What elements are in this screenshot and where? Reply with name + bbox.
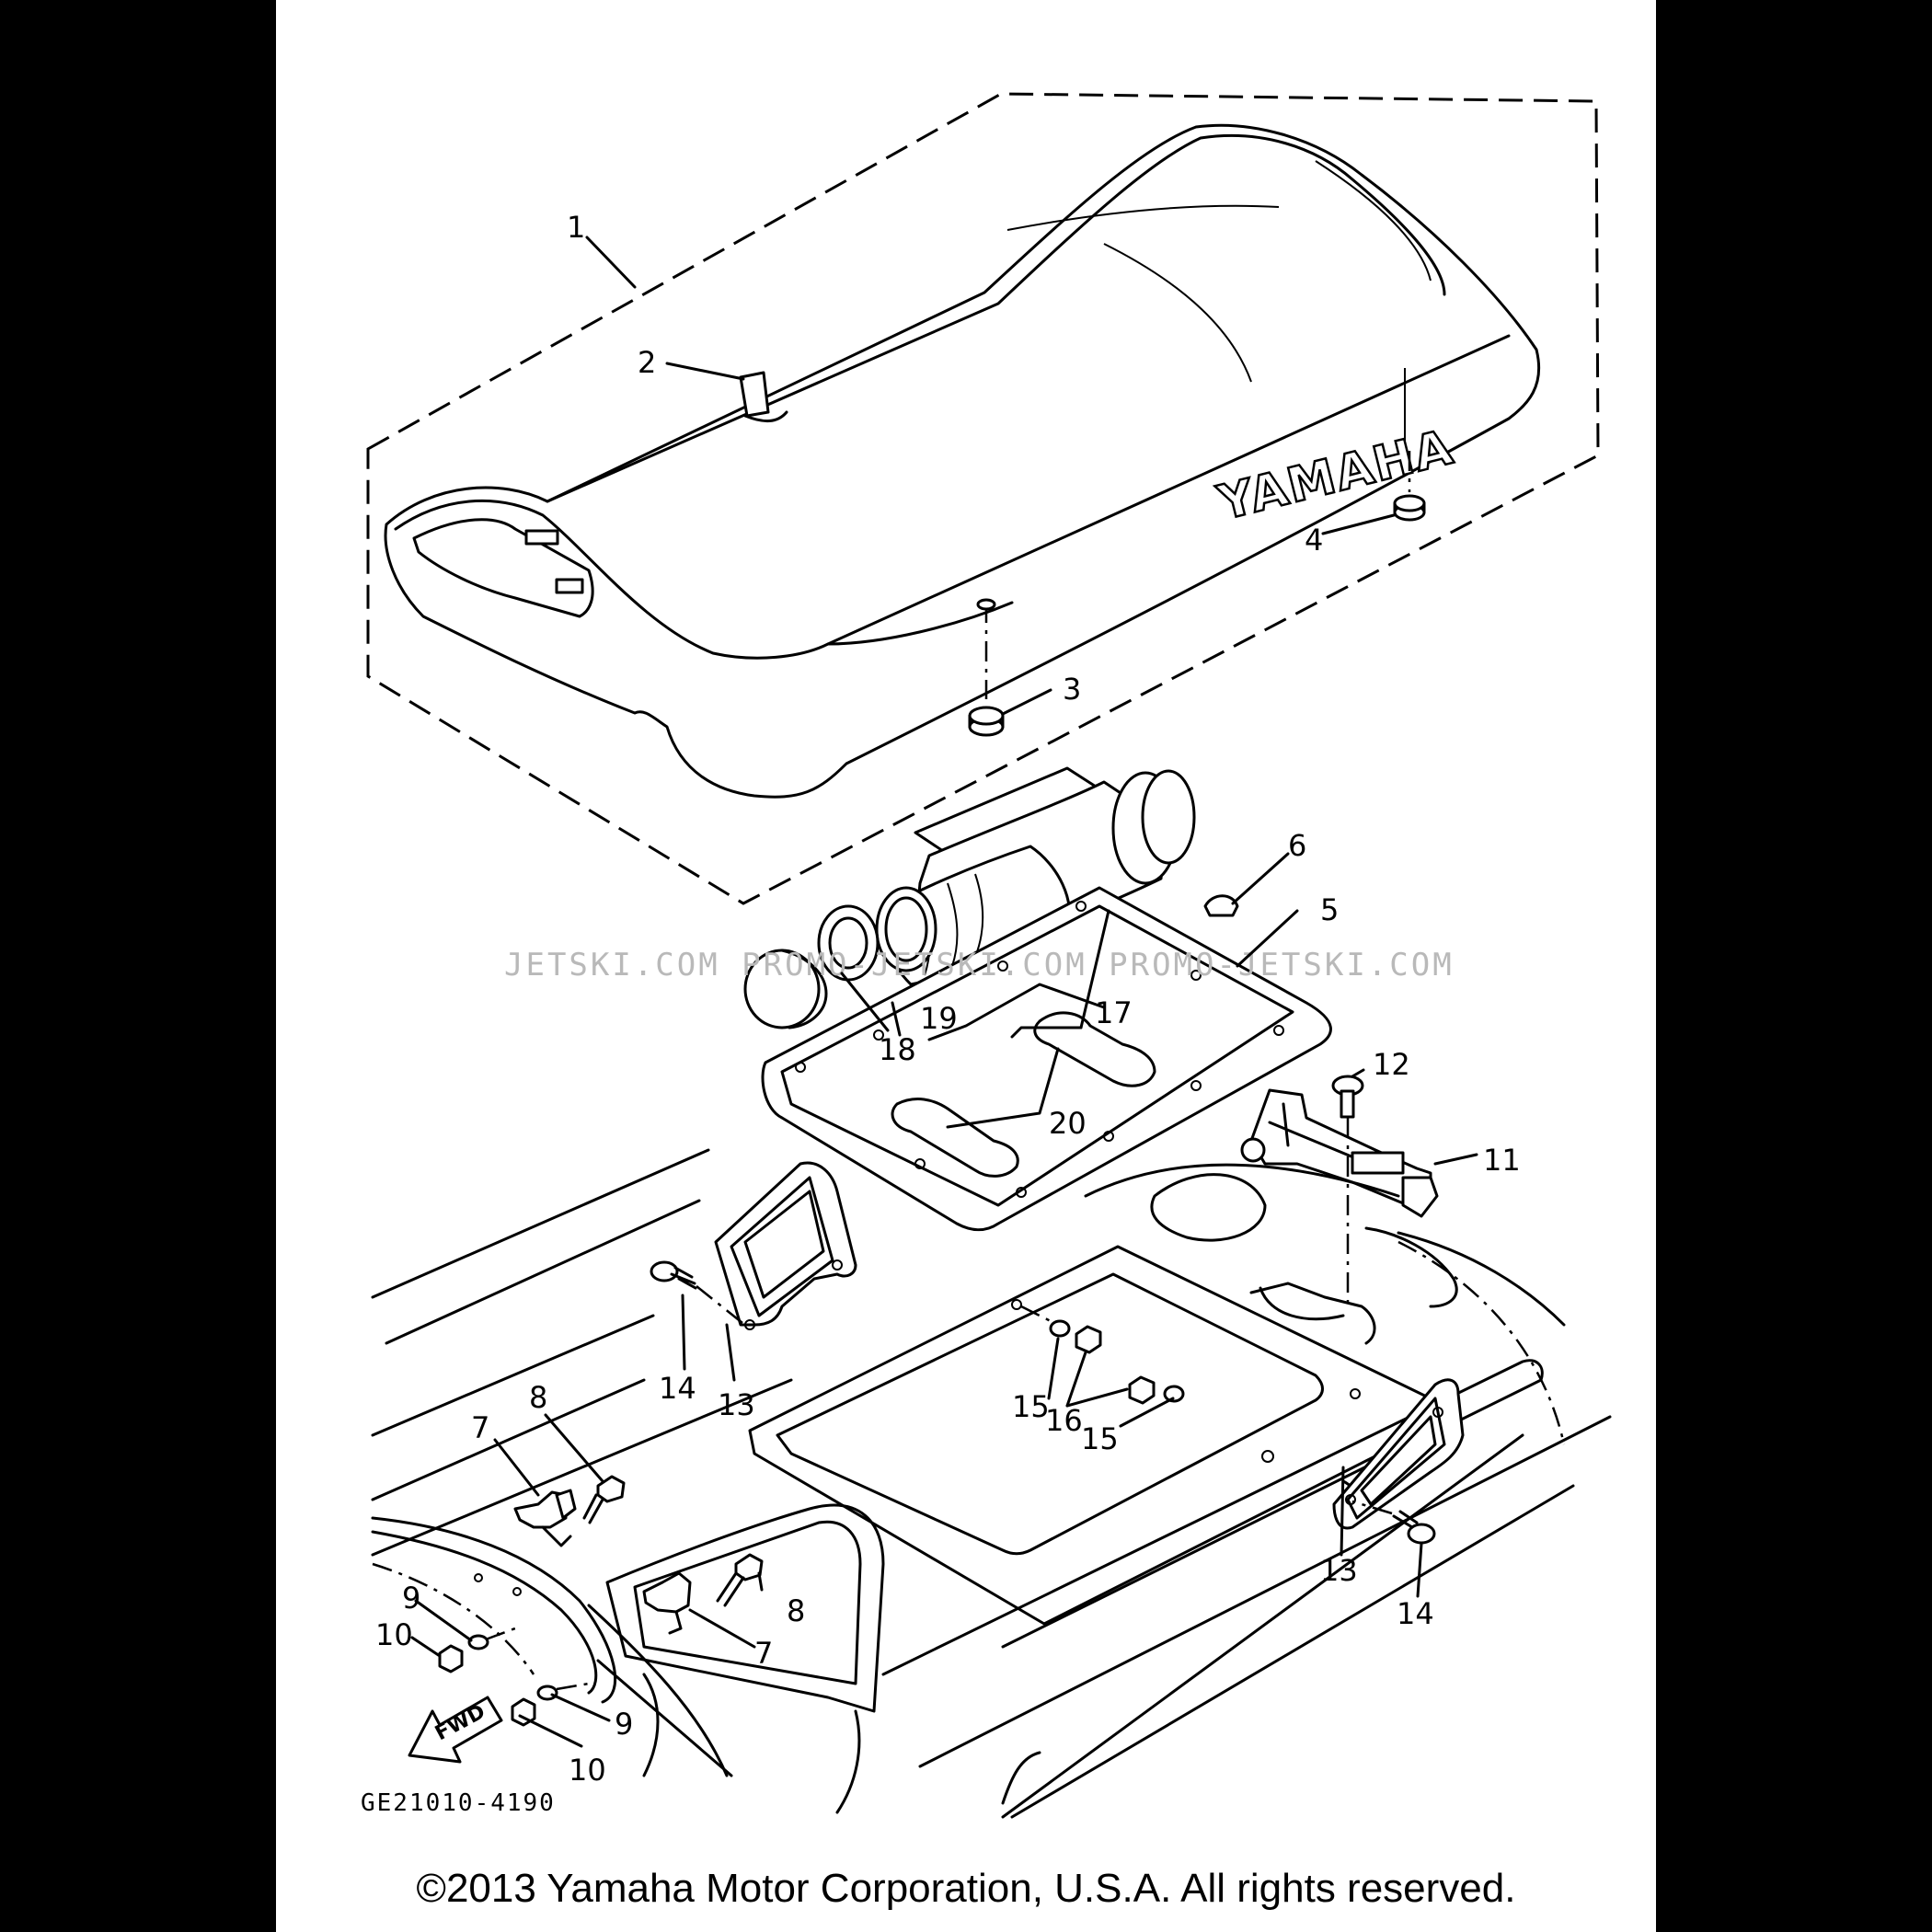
bolt-8-upper — [582, 1475, 626, 1524]
damper-4 — [1393, 494, 1426, 522]
callout-19: 19 — [920, 1001, 958, 1036]
screw-14-left — [650, 1260, 748, 1328]
callout-10-right: 10 — [569, 1753, 606, 1788]
grab-handle-13-left — [714, 1161, 857, 1330]
nut-10-right — [511, 1697, 536, 1727]
callout-9-left: 9 — [402, 1581, 420, 1616]
hatch-cover-plate — [761, 886, 1332, 1232]
watermark: JETSKI.COM PROMO-JETSKI.COM PROMO-JETSKI… — [504, 947, 1455, 983]
damper-3 — [968, 706, 1005, 737]
seat — [384, 123, 1541, 799]
callout-8-lower: 8 — [787, 1593, 805, 1628]
nut-10-left — [438, 1644, 464, 1673]
deck-hatch-round — [1150, 1173, 1267, 1242]
callout-10-left: 10 — [375, 1617, 413, 1652]
washer-9-right — [536, 1685, 558, 1701]
callout-20: 20 — [1049, 1106, 1087, 1141]
washer-15-a — [1049, 1319, 1071, 1338]
grab-handle-13-right — [1332, 1378, 1465, 1530]
latch-assembly-11 — [1240, 1088, 1439, 1218]
callout-18: 18 — [879, 1032, 916, 1067]
callout-3: 3 — [1063, 672, 1081, 707]
clip-6 — [1203, 894, 1239, 917]
callout-15-left: 15 — [1012, 1389, 1050, 1424]
callout-16: 16 — [1045, 1403, 1083, 1438]
callout-4: 4 — [1305, 523, 1323, 558]
bolt-12 — [1331, 1075, 1364, 1306]
callout-7-upper: 7 — [471, 1410, 489, 1445]
forward-direction-arrow: FWD — [408, 1696, 503, 1764]
cap-18 — [743, 949, 828, 1029]
washer-15-b — [1163, 1385, 1185, 1403]
bracket-7-upper — [513, 1489, 577, 1547]
screw-14-right — [1351, 1500, 1436, 1545]
nut-16-b — [1128, 1375, 1156, 1405]
seat-latch-striker — [524, 529, 559, 546]
callout-6: 6 — [1288, 828, 1306, 863]
storage-container — [875, 766, 1196, 986]
callout-12: 12 — [1373, 1047, 1410, 1082]
callout-13-right: 13 — [1320, 1553, 1358, 1588]
leader-lines — [410, 236, 1478, 1748]
hull-deck — [371, 1148, 1612, 1819]
drawing-code: GE21010-4190 — [361, 1789, 556, 1817]
label-strip — [739, 371, 770, 418]
callout-7-lower: 7 — [754, 1636, 773, 1671]
callout-5: 5 — [1320, 892, 1339, 927]
seat-assembly-boundary — [366, 92, 1600, 905]
washer-9-left — [467, 1634, 489, 1650]
pad-20-lower — [891, 1098, 1019, 1178]
callout-numbers: 1 2 3 4 5 6 7 7 8 8 9 9 10 10 11 12 13 1… — [375, 210, 1521, 1788]
bolt-8-lower — [716, 1553, 764, 1607]
callout-15-right: 15 — [1081, 1421, 1119, 1456]
callout-8-upper: 8 — [529, 1380, 547, 1415]
callout-13-left: 13 — [718, 1387, 755, 1422]
bracket-7-lower — [642, 1571, 692, 1635]
callout-1: 1 — [567, 210, 585, 245]
o-ring-19 — [817, 904, 880, 982]
callout-9-right: 9 — [615, 1707, 633, 1742]
callout-17: 17 — [1095, 995, 1133, 1030]
callout-14-right: 14 — [1397, 1596, 1434, 1631]
copyright-footer: ©2013 Yamaha Motor Corporation, U.S.A. A… — [416, 1866, 1516, 1911]
callout-14-left: 14 — [659, 1371, 696, 1406]
callout-11: 11 — [1483, 1143, 1521, 1178]
pad-20-upper — [1033, 1011, 1156, 1087]
nut-16-a — [1075, 1325, 1102, 1354]
callout-2: 2 — [638, 345, 656, 380]
